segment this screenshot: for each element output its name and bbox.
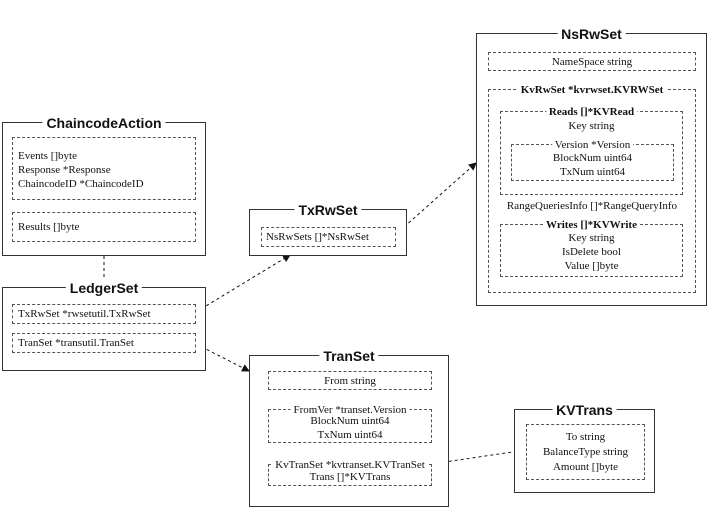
version-title: Version *Version (551, 139, 634, 151)
field-value: Value []byte (564, 260, 619, 272)
field-amount: Amount []byte (552, 461, 619, 473)
field-range-queries: RangeQueriesInfo []*RangeQueryInfo (506, 200, 678, 212)
tran-set-title: TranSet (319, 348, 379, 364)
kv-trans-title: KVTrans (552, 402, 617, 418)
ledger-set-txrwset-field: TxRwSet *rwsetutil.TxRwSet (12, 304, 196, 324)
field-transet: TranSet *transutil.TranSet (18, 337, 134, 349)
namespace-field: NameSpace string (488, 52, 696, 71)
tx-rw-set-nsrwsets-field: NsRwSets []*NsRwSet (261, 227, 396, 247)
writes-group: Writes []*KVWrite Key string IsDelete bo… (500, 219, 683, 277)
tx-rw-set-title: TxRwSet (294, 202, 362, 218)
version-group: Version *Version BlockNum uint64 TxNum u… (511, 139, 674, 181)
field-fromver-txnum: TxNum uint64 (317, 429, 383, 441)
field-events: Events []byte (18, 150, 77, 162)
arrow-txrwset-to-nsrwset (394, 162, 477, 236)
field-txrwset: TxRwSet *rwsetutil.TxRwSet (18, 308, 151, 320)
field-trans: Trans []*KVTrans (309, 471, 391, 483)
field-chaincode-id: ChaincodeID *ChaincodeID (18, 178, 144, 190)
kvrwset-title: KvRwSet *kvrwset.KVRWSet (517, 84, 667, 96)
chaincode-action-box: ChaincodeAction Events []byte Response *… (2, 115, 206, 256)
field-nsrwsets: NsRwSets []*NsRwSet (266, 231, 369, 243)
reads-group: Reads []*KVRead Key string Version *Vers… (500, 106, 683, 195)
ns-rw-set-title: NsRwSet (557, 26, 626, 42)
fromver-group: FromVer *transet.Version BlockNum uint64… (268, 404, 432, 443)
ledger-set-title: LedgerSet (65, 280, 143, 296)
field-isdelete: IsDelete bool (562, 246, 621, 258)
field-results: Results []byte (18, 221, 80, 233)
field-response: Response *Response (18, 164, 111, 176)
kvrwset-group: KvRwSet *kvrwset.KVRWSet Reads []*KVRead… (488, 84, 696, 293)
ns-rw-set-box: NsRwSet NameSpace string KvRwSet *kvrwse… (476, 26, 707, 306)
field-blocknum: BlockNum uint64 (552, 152, 633, 164)
chaincode-action-fields: Events []byte Response *Response Chainco… (12, 137, 196, 200)
field-to: To string (565, 431, 606, 443)
arrow-ledgerset-to-txrwset (195, 254, 291, 313)
arrow-kvtranset-to-kvtrans (430, 447, 527, 465)
field-fromver-blocknum: BlockNum uint64 (310, 415, 390, 427)
field-balance-type: BalanceType string (542, 446, 629, 458)
field-txnum: TxNum uint64 (559, 166, 626, 178)
field-reads-key: Key string (568, 120, 615, 132)
tran-set-box: TranSet From string FromVer *transet.Ver… (249, 348, 449, 507)
tx-rw-set-box: TxRwSet NsRwSets []*NsRwSet (249, 202, 407, 256)
field-from: From string (324, 375, 376, 387)
ledger-set-box: LedgerSet TxRwSet *rwsetutil.TxRwSet Tra… (2, 280, 206, 371)
arrow-ledgerset-to-transet (195, 343, 250, 372)
field-writes-key: Key string (568, 232, 615, 244)
from-field: From string (268, 371, 432, 390)
chaincode-action-results: Results []byte (12, 212, 196, 242)
field-namespace: NameSpace string (551, 56, 633, 68)
kv-trans-box: KVTrans To string BalanceType string Amo… (514, 402, 655, 493)
ledger-set-transet-field: TranSet *transutil.TranSet (12, 333, 196, 353)
writes-title: Writes []*KVWrite (543, 219, 640, 231)
kvtranset-title: KvTranSet *kvtranset.KVTranSet (272, 459, 428, 471)
reads-title: Reads []*KVRead (545, 106, 638, 118)
fromver-title: FromVer *transet.Version (290, 404, 410, 416)
kv-trans-fields: To string BalanceType string Amount []by… (526, 424, 645, 480)
kvtranset-group: KvTranSet *kvtranset.KVTranSet Trans []*… (268, 459, 432, 486)
chaincode-action-title: ChaincodeAction (42, 115, 166, 131)
